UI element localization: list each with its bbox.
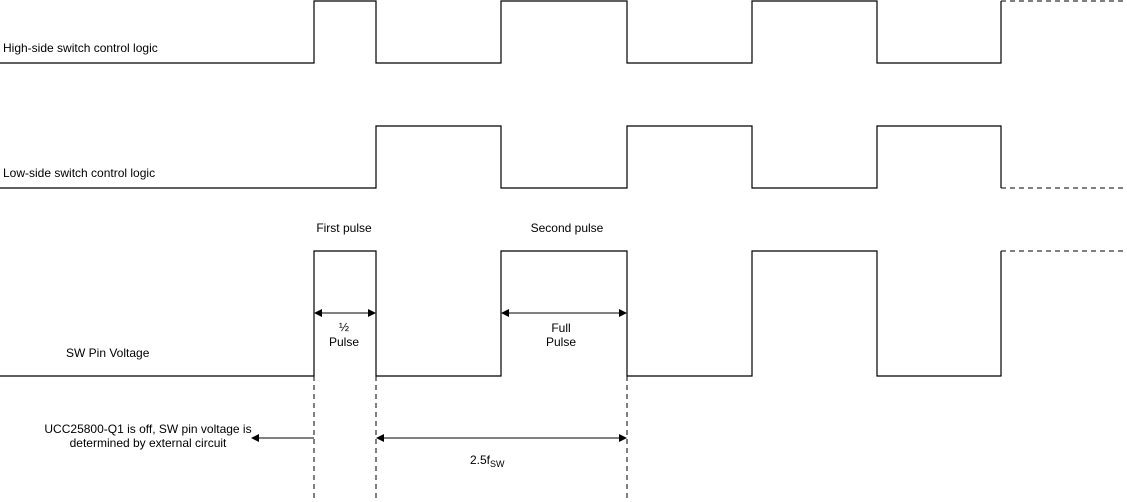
period-label-sub: SW — [490, 459, 505, 469]
half-pulse-label-line2: Pulse — [329, 335, 359, 349]
half-pulse-label-line1: ½ — [339, 320, 349, 334]
first-pulse-label: First pulse — [316, 221, 372, 235]
vertical-guides — [313, 376, 628, 502]
high-side-label: High-side switch control logic — [3, 41, 158, 55]
sw-pin-label: SW Pin Voltage — [66, 346, 150, 360]
off-note-line1: UCC25800-Q1 is off, SW pin voltage is — [44, 422, 251, 436]
high-side-waveform — [0, 0, 1127, 64]
second-pulse-label: Second pulse — [531, 221, 604, 235]
full-pulse-label-line2: Pulse — [546, 335, 576, 349]
period-label-main: 2.5f — [470, 453, 491, 467]
period-label: 2.5fSW — [470, 453, 505, 469]
off-note-line2: determined by external circuit — [70, 436, 227, 450]
sw-pin-waveform — [0, 250, 1127, 377]
low-side-waveform — [0, 125, 1127, 189]
full-pulse-label-line1: Full — [551, 321, 570, 335]
low-side-label: Low-side switch control logic — [3, 166, 155, 180]
